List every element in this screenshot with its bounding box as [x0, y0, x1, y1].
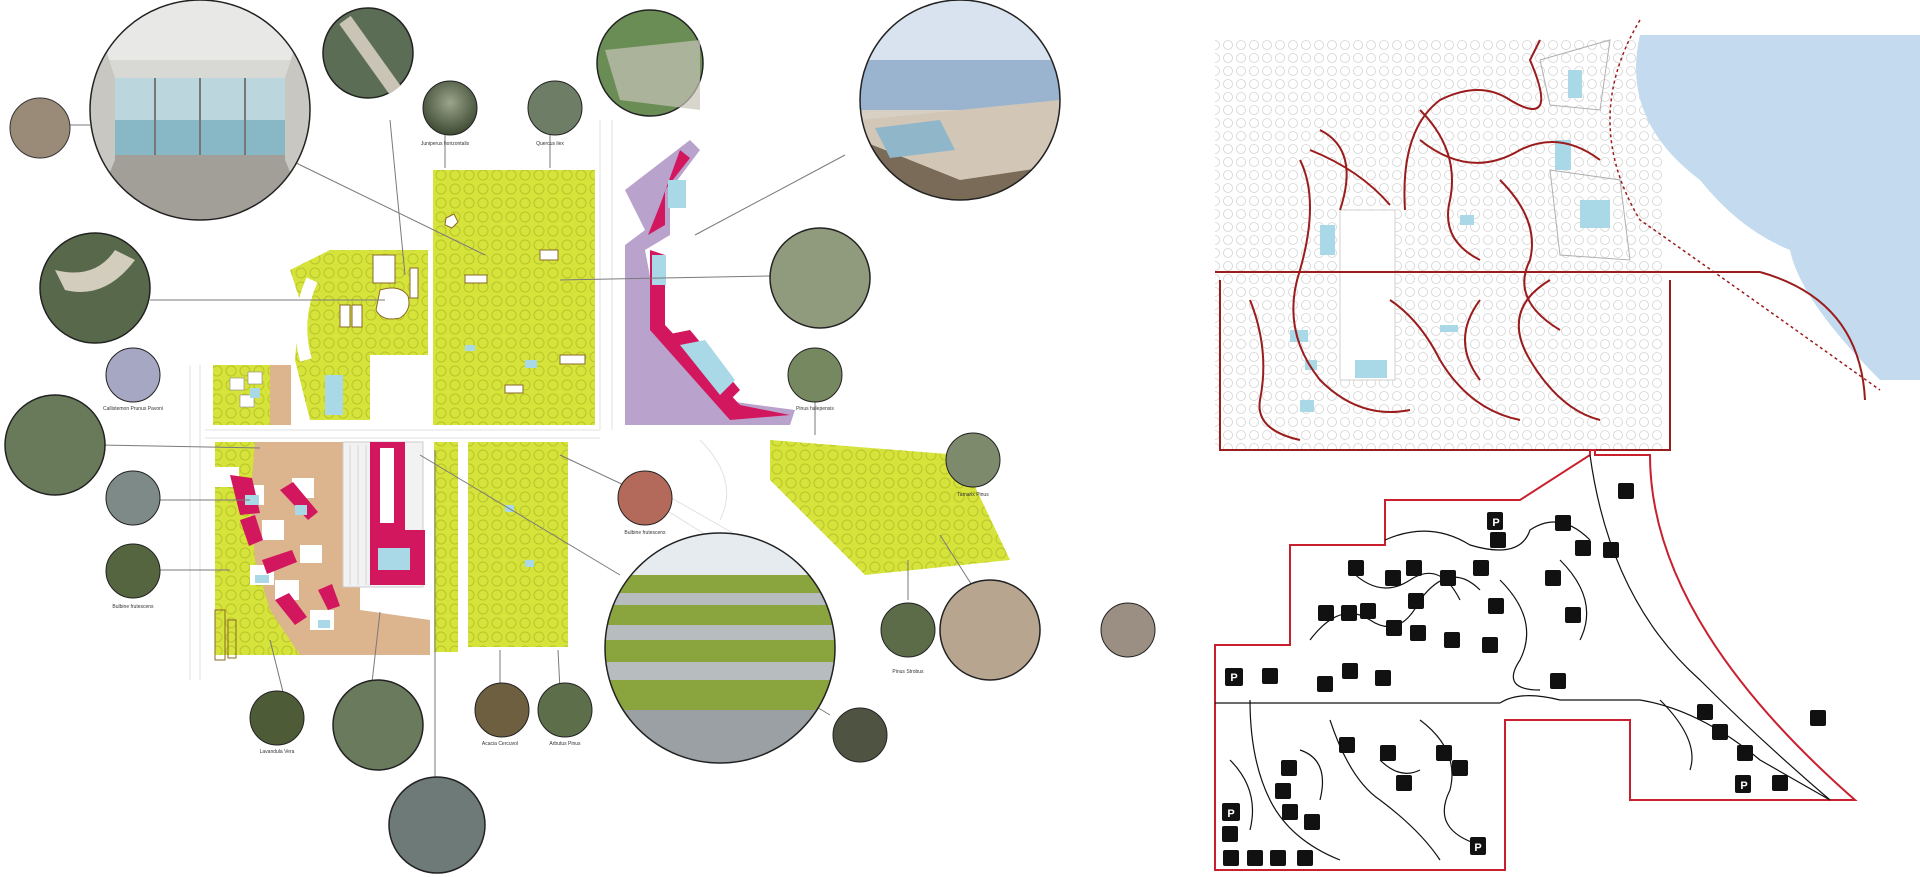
- svg-text:P: P: [1474, 842, 1481, 854]
- photo-dry-wall: [939, 579, 1041, 681]
- svg-text:P: P: [1740, 780, 1747, 792]
- site-boundary: [1214, 449, 1858, 871]
- route-network: [1215, 39, 1866, 451]
- photo-lavender-shrub: [249, 690, 305, 746]
- label-juniperus: Juniperus horizontalis: [421, 141, 470, 147]
- photo-succulent: [105, 470, 161, 526]
- photo-bulbine: [105, 543, 161, 599]
- svg-text:P: P: [1492, 517, 1499, 529]
- photo-agave-garden: [4, 394, 106, 496]
- route-map: [1215, 19, 1920, 451]
- photo-garden-walk: [332, 679, 424, 771]
- photo-rock-pool: [388, 776, 486, 874]
- zone-beach-building: [625, 140, 795, 425]
- pavilion-markers: [444, 213, 586, 394]
- photo-tree-trunk: [832, 707, 888, 763]
- label-arbutus: Arbutus Pinus: [549, 741, 581, 747]
- masterplan: Juniperus horizontalis Quercus ilex Call…: [4, 0, 1156, 874]
- parking-labels: P P P P P: [1227, 517, 1747, 854]
- label-bulbine-b: Bulbine frutescens: [624, 530, 666, 536]
- plant-labels: Juniperus horizontalis Quercus ilex Call…: [103, 141, 989, 755]
- photo-interior-room: [90, 0, 310, 220]
- photo-arbutus: [537, 682, 593, 738]
- activity-map: P P P P P: [1214, 449, 1858, 871]
- label-pinus: Pinus halepensis: [796, 406, 834, 412]
- svg-text:P: P: [1227, 808, 1234, 820]
- label-pinus-strobus: Pinus Strobus: [892, 669, 924, 675]
- sea-area: [1636, 35, 1920, 380]
- photo-dune: [1100, 602, 1156, 658]
- photo-pinus: [787, 347, 843, 403]
- photo-beach-pool: [860, 0, 1060, 200]
- label-quercus: Quercus ilex: [536, 141, 564, 147]
- label-lavandula: Lavandula Vera: [260, 749, 295, 755]
- photo-tamarix: [945, 432, 1001, 488]
- svg-text:P: P: [1230, 672, 1237, 684]
- photo-bulbine-east: [617, 470, 673, 526]
- photo-juniperus: [422, 80, 478, 136]
- label-tamarix: Tamarix Pinus: [957, 492, 989, 498]
- photo-callistemon: [105, 347, 161, 403]
- photo-quercus: [527, 80, 583, 136]
- photo-aerial-path: [769, 227, 871, 329]
- photo-circles: [4, 0, 1156, 874]
- beach-path: [1609, 19, 1881, 391]
- label-callistemon: Callistemon Prunus Pavoni: [103, 406, 163, 412]
- label-acacia: Acacia Cercuvol: [482, 741, 518, 747]
- photo-acacia: [474, 682, 530, 738]
- photo-stone-wall: [9, 97, 71, 159]
- label-bulbine-a: Bulbine frutescens: [112, 604, 154, 610]
- photo-pinus-strobus: [880, 602, 936, 658]
- activity-icons: [1222, 483, 1826, 866]
